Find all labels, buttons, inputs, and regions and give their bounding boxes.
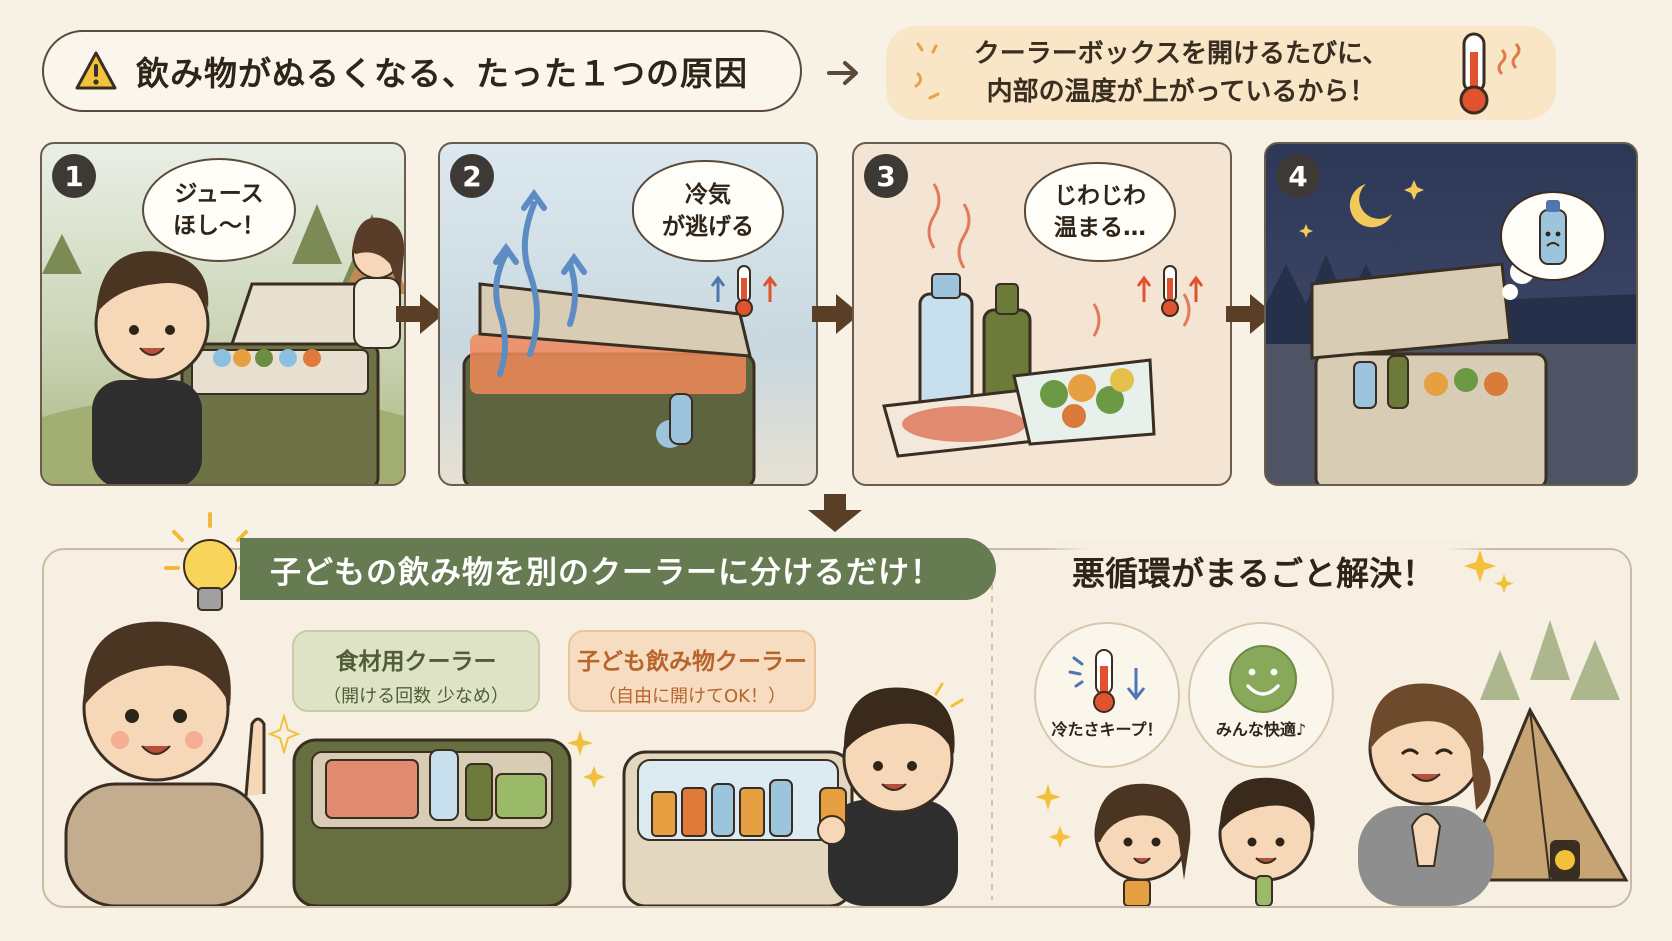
drink-cooler-label: 子ども飲み物クーラー （自由に開けてOK！） bbox=[568, 630, 816, 712]
drink-cooler-title: 子ども飲み物クーラー bbox=[577, 649, 807, 675]
benefit-comfortable: みんな快適♪ bbox=[1188, 622, 1334, 768]
bubble-2-line-1: 冷気 bbox=[685, 182, 731, 208]
food-cooler-illustration bbox=[292, 738, 572, 906]
panel-4-night-warm-drinks: 4 bbox=[1264, 142, 1638, 486]
cause-line-2: 内部の温度が上がっているから！ bbox=[986, 77, 1376, 107]
solution-banner-text: 子どもの飲み物を別のクーラーに分けるだけ！ bbox=[270, 554, 942, 591]
arrow-right-icon bbox=[827, 61, 858, 85]
food-cooler-note: （開ける回数 少なめ） bbox=[323, 686, 509, 707]
arrow-down-icon bbox=[808, 494, 862, 532]
heat-sparkle-icon bbox=[914, 42, 940, 100]
arrow-right-icon bbox=[396, 294, 444, 334]
sparkle-icon bbox=[1464, 550, 1514, 593]
tent-trees-illustration bbox=[1457, 620, 1629, 882]
smiley-icon bbox=[1229, 645, 1297, 713]
warning-icon bbox=[75, 51, 117, 90]
sad-bottle-thought-icon bbox=[1500, 191, 1606, 281]
cause-box: クーラーボックスを開けるたびに、 内部の温度が上がっているから！ bbox=[886, 26, 1556, 120]
thermometer-icon bbox=[1459, 32, 1521, 115]
children-holding-drinks-illustration bbox=[1094, 777, 1315, 906]
thermometer-down-icon bbox=[1068, 649, 1146, 713]
panel-1-scene bbox=[42, 204, 404, 484]
panel-2-cold-air-escapes: 2 冷気が逃げる bbox=[438, 142, 818, 486]
sparkle-icon bbox=[1035, 784, 1071, 848]
mother-clapping-illustration bbox=[1358, 683, 1494, 906]
headline-text: 飲み物がぬるくなる、たった１つの原因 bbox=[136, 54, 748, 93]
sparkle-icon bbox=[567, 730, 605, 788]
panel-4-scene bbox=[1266, 180, 1636, 484]
sparkle-icon bbox=[268, 714, 300, 754]
rising-temperature-icon bbox=[1136, 265, 1204, 317]
benefit-keep-cold: 冷たさキープ！ bbox=[1034, 622, 1180, 768]
thought-bubble-2: 冷気が逃げる bbox=[632, 160, 784, 262]
solution-banner: 子どもの飲み物を別のクーラーに分けるだけ！ bbox=[240, 538, 996, 600]
arrow-right-icon bbox=[1226, 294, 1274, 334]
step-number-2: 2 bbox=[450, 154, 494, 198]
step-number-3: 3 bbox=[864, 154, 908, 198]
kid-grabbing-juice-illustration bbox=[817, 682, 964, 906]
step-number-1: 1 bbox=[52, 154, 96, 198]
arrow-right-icon bbox=[812, 294, 860, 334]
panel-2-scene bbox=[462, 188, 756, 484]
panel-1-opening-cooler: 1 ジュースほし〜！ bbox=[40, 142, 406, 486]
panel-3-scene bbox=[882, 183, 1191, 458]
bubble-1-line-2: ほし〜！ bbox=[173, 213, 265, 239]
bubble-2-line-2: が逃げる bbox=[662, 214, 754, 240]
rising-temperature-icon bbox=[710, 265, 778, 317]
thought-bubble-3: じわじわ温まる… bbox=[1024, 162, 1176, 262]
result-banner: 悪循環がまるごと解決！ bbox=[1042, 540, 1492, 602]
bubble-3-line-1: じわじわ bbox=[1054, 183, 1146, 209]
boy-pointing-illustration bbox=[64, 621, 266, 906]
lightbulb-icon bbox=[164, 512, 254, 611]
bubble-3-line-2: 温まる… bbox=[1054, 215, 1146, 241]
food-cooler-label: 食材用クーラー （開ける回数 少なめ） bbox=[292, 630, 540, 712]
drink-cooler-illustration bbox=[622, 750, 854, 906]
result-banner-text: 悪循環がまるごと解決！ bbox=[1072, 554, 1435, 593]
benefit-1-text: 冷たさキープ！ bbox=[1051, 720, 1163, 739]
cause-line-1: クーラーボックスを開けるたびに、 bbox=[973, 39, 1389, 69]
section-divider bbox=[991, 560, 993, 900]
speech-bubble-1: ジュースほし〜！ bbox=[142, 158, 296, 262]
drink-cooler-note: （自由に開けてOK！） bbox=[598, 686, 786, 707]
bubble-1-line-1: ジュース bbox=[174, 181, 264, 207]
cause-text: クーラーボックスを開けるたびに、 内部の温度が上がっているから！ bbox=[966, 35, 1396, 111]
food-cooler-title: 食材用クーラー bbox=[335, 649, 497, 675]
step-number-4: 4 bbox=[1276, 154, 1320, 198]
panel-3-food-warming: 3 じわじわ温まる… bbox=[852, 142, 1232, 486]
benefit-2-text: みんな快適♪ bbox=[1215, 720, 1307, 739]
headline-pill: 飲み物がぬるくなる、たった１つの原因 bbox=[42, 30, 802, 112]
